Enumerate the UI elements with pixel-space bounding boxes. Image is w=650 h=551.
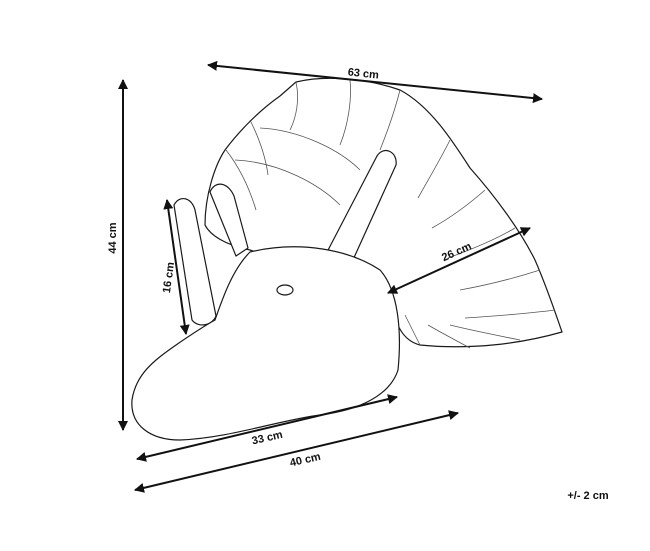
dimension-63cm: 63 cm bbox=[207, 60, 543, 104]
label-40cm: 40 cm bbox=[289, 451, 322, 470]
label-44cm: 44 cm bbox=[107, 222, 119, 253]
small-horn bbox=[209, 183, 249, 257]
label-63cm: 63 cm bbox=[347, 66, 379, 81]
eye bbox=[276, 284, 294, 296]
dimension-44cm: 44 cm bbox=[107, 79, 128, 431]
dimension-16cm: 16 cm bbox=[161, 199, 190, 335]
tolerance-note: +/- 2 cm bbox=[567, 490, 608, 502]
label-16cm: 16 cm bbox=[161, 261, 177, 294]
